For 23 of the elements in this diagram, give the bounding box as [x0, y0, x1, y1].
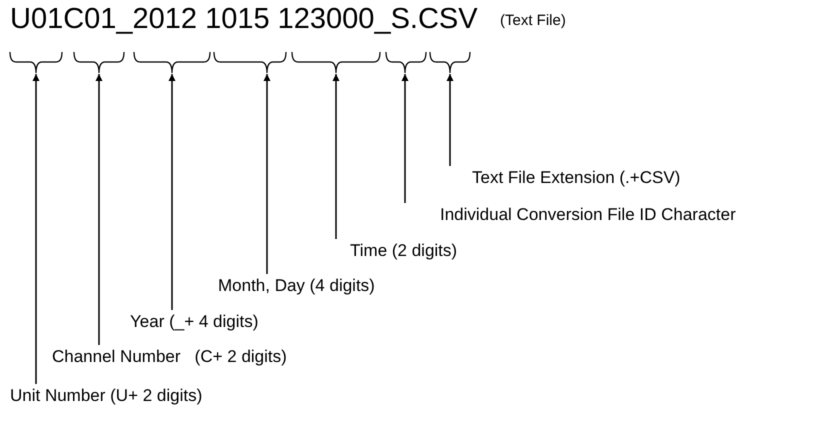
- curly-brace: [213, 52, 287, 74]
- part-label: Unit Number (U+ 2 digits): [10, 386, 202, 406]
- part-label: Year (_+ 4 digits): [130, 312, 258, 332]
- part-label: Text File Extension (.+CSV): [472, 168, 680, 188]
- curly-brace: [73, 52, 125, 74]
- curly-brace: [291, 52, 381, 74]
- part-label: Channel Number (C+ 2 digits): [52, 347, 287, 367]
- curly-brace: [429, 52, 471, 74]
- part-label: Individual Conversion File ID Character: [440, 205, 736, 225]
- curly-brace: [133, 52, 211, 74]
- part-label: Time (2 digits): [350, 241, 458, 261]
- leader-arrow: [96, 74, 102, 345]
- file-type-note: (Text File): [500, 12, 566, 30]
- leader-arrow: [446, 74, 454, 166]
- leader-arrow: [32, 74, 40, 384]
- leader-arrow: [402, 74, 408, 203]
- leader-arrow: [168, 74, 176, 310]
- leader-arrow: [264, 74, 270, 274]
- curly-brace: [9, 52, 63, 74]
- curly-brace: [385, 52, 427, 74]
- part-label: Month, Day (4 digits): [218, 276, 375, 296]
- leader-arrow: [332, 74, 340, 239]
- file-name: U01C01_2012 1015 123000_S.CSV: [10, 2, 478, 37]
